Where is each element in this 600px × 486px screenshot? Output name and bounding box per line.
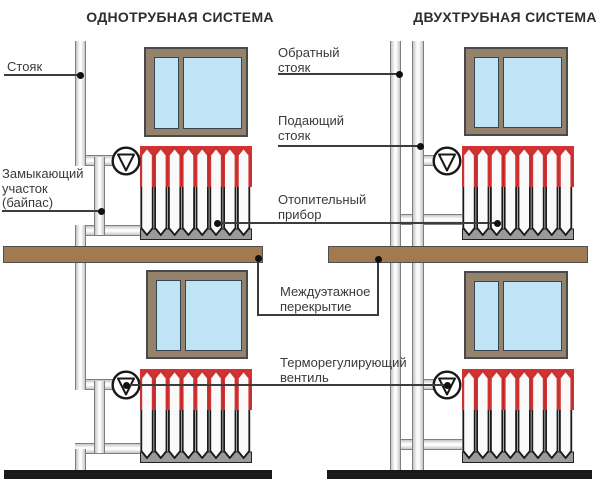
label-bypass: Замыкающий участок (байпас) bbox=[2, 166, 84, 210]
leader-line bbox=[278, 73, 400, 75]
leader-line bbox=[126, 384, 448, 386]
window-pane-wide bbox=[185, 280, 242, 351]
pipe-bypass bbox=[94, 157, 105, 235]
leader-dot bbox=[493, 219, 501, 227]
leader-dot bbox=[213, 219, 221, 227]
window bbox=[464, 271, 568, 359]
window-pane-narrow bbox=[156, 280, 181, 351]
leader-line bbox=[257, 314, 379, 316]
window bbox=[146, 270, 248, 359]
window-pane-wide bbox=[503, 281, 562, 351]
pipe-supply-branch bbox=[75, 379, 140, 390]
window-pane-narrow bbox=[474, 57, 499, 128]
label-supply-riser: Подающий стояк bbox=[278, 113, 345, 143]
window bbox=[144, 47, 248, 137]
leader-dot bbox=[374, 255, 382, 263]
pipe-riser bbox=[75, 225, 86, 390]
leader-line bbox=[4, 74, 81, 76]
leader-dot bbox=[76, 71, 84, 79]
leader-dot bbox=[416, 142, 424, 150]
title-double-pipe-system: ДВУХТРУБНАЯ СИСТЕМА bbox=[413, 9, 597, 25]
pipe-bypass bbox=[94, 381, 105, 453]
pipe-riser bbox=[75, 449, 86, 472]
window bbox=[464, 47, 568, 136]
ground-line bbox=[327, 470, 592, 479]
title-single-pipe-system: ОДНОТРУБНАЯ СИСТЕМА bbox=[86, 9, 274, 25]
label-heating-device: Отопительный прибор bbox=[278, 192, 367, 222]
radiator bbox=[462, 369, 574, 463]
leader-line bbox=[217, 222, 498, 224]
ground-line bbox=[4, 470, 272, 479]
pump-valve-icon bbox=[432, 146, 462, 176]
pipe-return-branch bbox=[75, 443, 140, 454]
window-pane-narrow bbox=[154, 57, 179, 129]
leader-dot bbox=[97, 207, 105, 215]
leader-dot bbox=[122, 381, 130, 389]
floor-slab bbox=[328, 246, 588, 263]
label-riser: Стояк bbox=[7, 59, 43, 74]
pipe-return-branch bbox=[390, 439, 462, 450]
leader-dot bbox=[443, 381, 451, 389]
leader-line bbox=[2, 210, 102, 212]
pipe-valve-stub bbox=[424, 155, 438, 166]
leader-dot bbox=[395, 70, 403, 78]
pipe-return-branch bbox=[75, 225, 140, 236]
label-floor-slab: Междуэтажное перекрытие bbox=[280, 284, 371, 314]
pipe-supply-branch bbox=[75, 155, 140, 166]
window-pane-narrow bbox=[474, 281, 499, 351]
leader-line bbox=[257, 258, 259, 316]
pipe-riser bbox=[75, 41, 86, 166]
floor-slab bbox=[3, 246, 263, 263]
window-pane-wide bbox=[183, 57, 242, 129]
radiator bbox=[140, 146, 252, 240]
leader-line bbox=[278, 145, 421, 147]
window-pane-wide bbox=[503, 57, 562, 128]
leader-dot bbox=[254, 254, 262, 262]
radiator bbox=[140, 369, 252, 463]
pump-valve-icon bbox=[111, 146, 141, 176]
leader-line bbox=[377, 259, 379, 316]
radiator bbox=[462, 146, 574, 240]
label-return-riser: Обратный стояк bbox=[278, 45, 340, 75]
label-thermo-valve: Терморегулирующий вентиль bbox=[280, 355, 407, 385]
pipe-return-branch bbox=[390, 214, 462, 225]
